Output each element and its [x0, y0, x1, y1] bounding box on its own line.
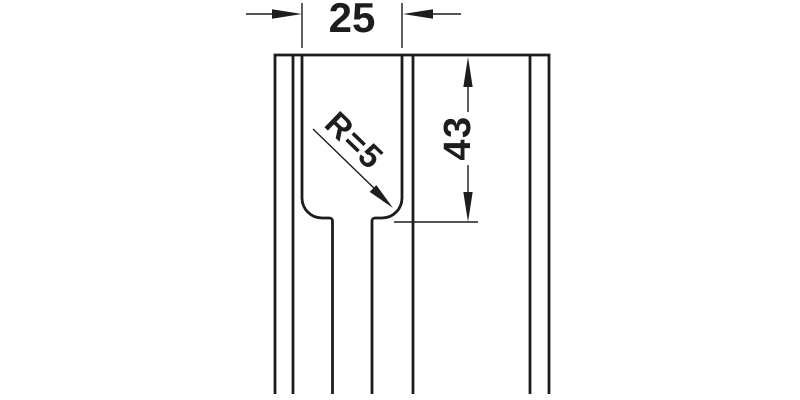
radius-leader-line — [312, 128, 378, 192]
slot-width-dimension-label: 25 — [329, 0, 376, 41]
arrowhead-left-icon — [403, 9, 433, 19]
profile-outline-group — [273, 53, 551, 394]
arrowhead-down-icon — [463, 192, 473, 222]
arrowhead-right-icon — [272, 9, 302, 19]
slot-left-wall-path — [300, 55, 334, 394]
arrowhead-up-icon — [463, 57, 473, 87]
dimension-radius-group: R=5 — [312, 104, 393, 208]
dimension-slot-width-group: 25 — [246, 0, 461, 48]
arrowhead-diagonal-icon — [369, 185, 393, 208]
slot-right-wall-path — [370, 55, 404, 394]
corner-radius-dimension-label: R=5 — [318, 104, 391, 176]
slot-depth-dimension-label: 43 — [437, 115, 479, 160]
dimension-slot-depth-group: 43 — [394, 57, 479, 223]
